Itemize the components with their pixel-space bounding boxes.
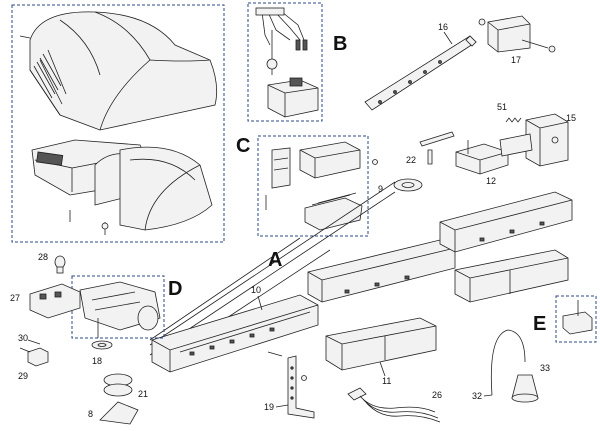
wall-bracket-17: [478, 15, 556, 53]
group-c-label: C: [236, 135, 250, 157]
release-cord-32: [491, 329, 526, 396]
motor-housing-base: [19, 35, 213, 235]
bulb-28: [54, 255, 66, 274]
rail-section-11: [325, 317, 437, 371]
group-b-frame: [247, 2, 323, 122]
transformer: [267, 77, 319, 118]
label-part-19: 19: [264, 402, 274, 412]
group-b-transformer: B: [247, 2, 347, 122]
sprocket-21: [103, 373, 133, 397]
group-b-label: B: [333, 33, 347, 55]
group-d-motor: D: [71, 275, 182, 339]
group-a-label: A: [268, 249, 282, 271]
rail-section-right-lower: [454, 249, 569, 303]
label-part-26: 26: [432, 390, 442, 400]
label-part-51: 51: [497, 102, 507, 112]
part-number-labels: 16 17 51 15 22 12 9 10 11 28 27 30 29 18…: [10, 22, 576, 419]
label-part-15: 15: [566, 113, 576, 123]
label-part-33: 33: [540, 363, 550, 373]
label-part-9: 9: [378, 184, 383, 194]
pivot-bracket-12: [455, 140, 509, 175]
group-a-trolley: A: [257, 135, 378, 271]
group-e-clamp: E: [533, 295, 597, 343]
label-part-8: 8: [88, 409, 93, 419]
sprocket-9: [393, 178, 423, 192]
group-c-cover-assembly: C: [11, 4, 250, 243]
group-e-label: E: [533, 313, 546, 335]
label-part-27: 27: [10, 293, 20, 303]
door-bracket-15: [499, 113, 569, 167]
rail-section-upper-mid: [307, 239, 456, 303]
hanger-bracket-19: [267, 351, 315, 419]
control-board-27: [29, 283, 81, 319]
dome-cover: [29, 11, 218, 131]
pin-22: [419, 131, 455, 147]
gear-18: [91, 340, 113, 350]
base-plate-8: [99, 401, 139, 425]
spring-51: [505, 117, 522, 123]
label-part-21: 21: [138, 389, 148, 399]
group-c-frame: [11, 4, 225, 243]
group-e-frame: [555, 295, 597, 343]
label-part-18: 18: [92, 356, 102, 366]
release-handle-33: [511, 374, 539, 403]
label-part-11: 11: [382, 376, 391, 386]
label-part-22: 22: [406, 155, 416, 165]
power-cable-26: [347, 387, 441, 423]
label-part-10: 10: [251, 285, 261, 295]
label-part-30: 30: [18, 333, 28, 343]
label-part-28: 28: [38, 252, 48, 262]
rail-section-10: [151, 294, 319, 373]
label-part-29: 29: [18, 371, 28, 381]
pin-22b: [427, 149, 433, 165]
label-part-32: 32: [472, 391, 482, 401]
wire-harness: [261, 11, 305, 46]
label-part-12: 12: [486, 176, 496, 186]
rail-section-upper-right: [439, 191, 573, 253]
group-a-frame: [257, 135, 369, 237]
socket-29-30: [19, 339, 49, 367]
group-d-label: D: [168, 278, 182, 300]
bracket-arm-16: [364, 35, 477, 111]
label-part-17: 17: [511, 55, 521, 65]
label-part-16: 16: [438, 22, 448, 32]
